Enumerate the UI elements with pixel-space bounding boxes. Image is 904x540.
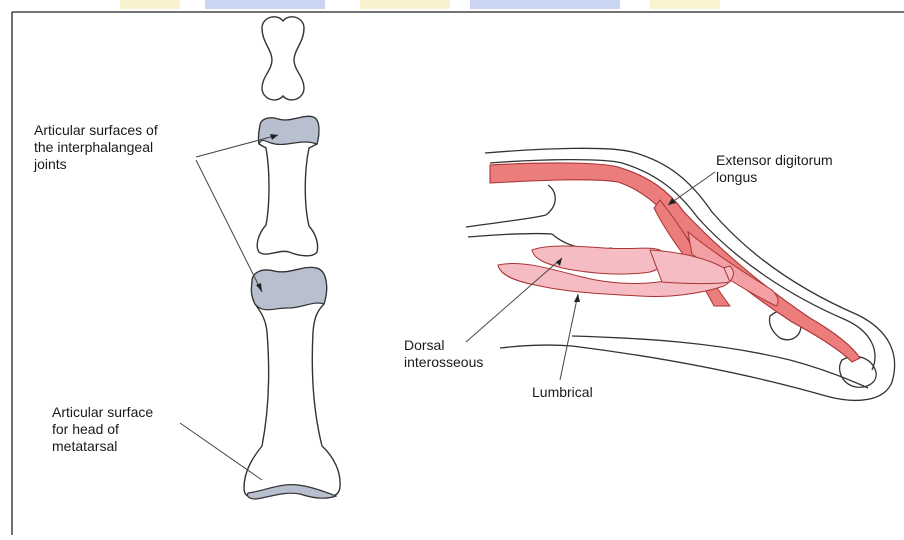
label-articular-metatarsal: Articular surface for head of metatarsal	[52, 404, 153, 455]
distal-phalanx	[262, 17, 304, 100]
label-articular-interphalangeal: Articular surfaces of the interphalangea…	[34, 122, 158, 173]
watermark-strip	[120, 0, 720, 9]
label-dorsal-interosseous: Dorsal interosseous	[404, 337, 483, 371]
middle-phalanx-cartilage	[259, 116, 319, 144]
proximal-phalanx-head-cartilage	[251, 267, 326, 309]
label-lumbrical: Lumbrical	[532, 384, 593, 401]
label-extensor-digitorum-longus: Extensor digitorum longus	[716, 152, 833, 186]
